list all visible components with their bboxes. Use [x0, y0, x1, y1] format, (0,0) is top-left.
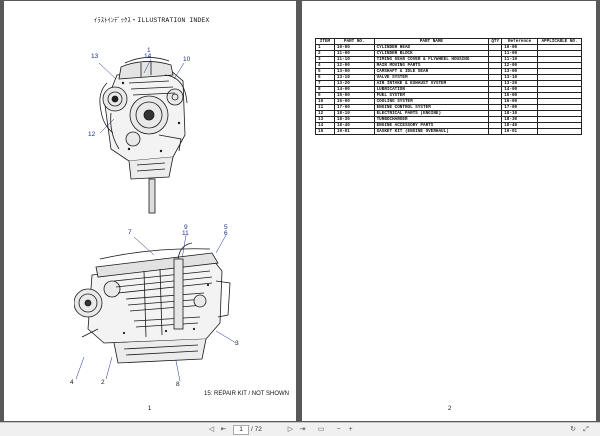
callout-12: 12: [88, 131, 96, 138]
engine-side-illustration: [74, 242, 231, 364]
document-viewer[interactable]: ｲﾗｽﾄｲﾝﾃﾞｯｸｽ・ILLUSTRATION INDEX: [0, 0, 600, 422]
parts-index-table: ITEM PART NO. PART NAME QTY Reference AP…: [315, 38, 582, 135]
callout-6: 6: [224, 230, 228, 237]
callout-7: 7: [128, 229, 132, 236]
zoom-out-icon[interactable]: −: [336, 426, 341, 433]
total-pages: / 72: [251, 426, 262, 433]
callout-2: 2: [101, 379, 105, 386]
rotate-icon[interactable]: ↻: [570, 426, 576, 433]
page-number-1: 1: [148, 406, 152, 412]
page-1: ｲﾗｽﾄｲﾝﾃﾞｯｸｽ・ILLUSTRATION INDEX: [4, 1, 296, 421]
cell-part-no: 19-01: [333, 128, 375, 135]
upper-callout-leaders: [75, 58, 237, 382]
cell-item: 15: [315, 128, 335, 135]
callout-1: 1: [147, 47, 151, 54]
cell-part-name: GASKET KIT (ENGINE OVERHAUL): [373, 128, 490, 135]
fullscreen-icon[interactable]: ⤢: [583, 426, 589, 433]
page-number-2: 2: [448, 406, 452, 412]
col-header-applicable-no: APPLICABLE NO.: [537, 38, 582, 45]
callout-8: 8: [176, 381, 180, 388]
page-2: ITEM PART NO. PART NAME QTY Reference AP…: [302, 1, 596, 421]
callout-11: 11: [182, 230, 189, 237]
callout-14: 14: [144, 53, 152, 60]
engine-front-illustration: [99, 57, 188, 214]
cell-applicable-no: [537, 128, 582, 135]
cell-qty: [488, 128, 503, 135]
repair-kit-note: 15: REPAIR KIT / NOT SHOWN: [204, 391, 290, 397]
next-page-icon[interactable]: ▷: [287, 426, 294, 433]
callout-10: 10: [183, 56, 191, 63]
cell-reference: 19-01: [501, 128, 539, 135]
callout-9: 9: [184, 224, 188, 231]
current-page-input[interactable]: 1: [233, 425, 249, 435]
last-page-icon[interactable]: ⇥: [299, 426, 306, 433]
first-page-icon[interactable]: ⇤: [220, 426, 227, 433]
viewer-toolbar: ◁ ⇤ 1 / 72 ▷ ⇥ ▭ − + ↻ ⤢: [0, 422, 600, 436]
callout-13: 13: [91, 53, 99, 60]
callout-4: 4: [70, 379, 74, 386]
callout-3: 3: [235, 340, 239, 347]
callout-5: 5: [224, 224, 228, 231]
illustration-index-title: ｲﾗｽﾄｲﾝﾃﾞｯｸｽ・ILLUSTRATION INDEX: [94, 17, 210, 24]
fit-page-icon[interactable]: ▭: [317, 426, 325, 433]
zoom-in-icon[interactable]: +: [348, 426, 353, 433]
prev-page-icon[interactable]: ◁: [208, 426, 215, 433]
